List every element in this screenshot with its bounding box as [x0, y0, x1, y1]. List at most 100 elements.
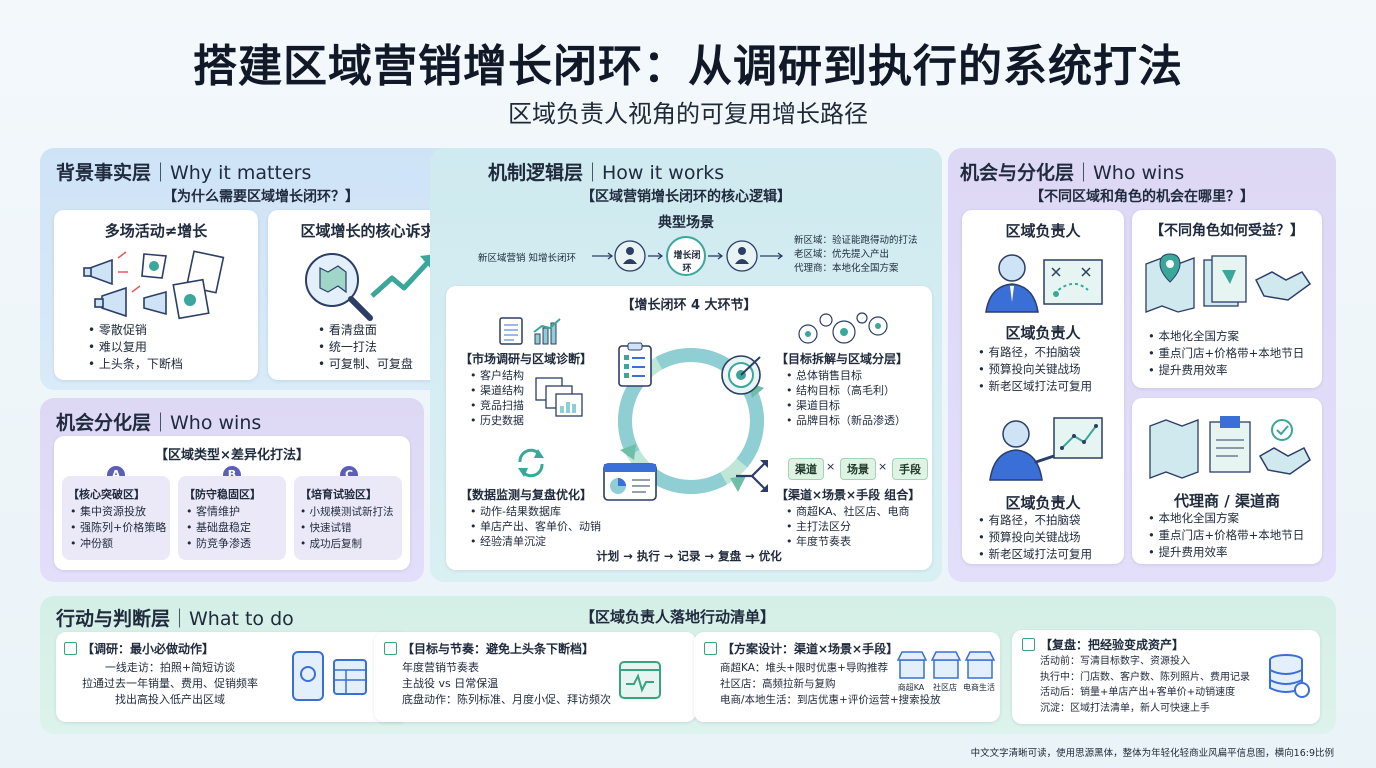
list-item: 预算投向关键战场 — [978, 529, 1092, 546]
benefit-card-title: 【不同角色如何受益？】 — [1150, 223, 1304, 239]
list-item: 底盘动作：陈列标准、月度小促、拜访频次 — [402, 693, 611, 706]
scenario-center-label: 增长闭环 — [673, 251, 701, 274]
list-item: 电商/本地生活：到店优惠+评价运营+搜索投放 — [720, 694, 941, 706]
node-combo-title: 【渠道×场景×手段 组合】 — [776, 488, 921, 502]
list-item: 重点门店+价格带+本地节日 — [1148, 527, 1304, 544]
review-card-lines: 活动前：写清目标数字、资源投入 执行中：门店数、客户数、陈列照片、费用记录 活动… — [1040, 654, 1250, 716]
list-item: 社区店：高频拉新与复购 — [720, 678, 836, 690]
list-item: 基础盘稳定 — [186, 520, 251, 536]
list-item: 本地化全国方案 — [1148, 510, 1304, 527]
list-item: 动作-结果数据库 — [470, 504, 601, 519]
background-layer-question: 【为什么需要区域增长闭环？】 — [163, 189, 359, 205]
zone-b-list: 客情维护 基础盘稳定 防竞争渗透 — [186, 504, 251, 552]
camera-phone-icon — [292, 651, 324, 701]
store-label-ka: 商超KA — [897, 683, 925, 692]
list-item: 沉淀：区域打法清单，新人可快速上手 — [1040, 702, 1210, 714]
review-checkbox[interactable] — [1022, 638, 1035, 651]
report-stack-icon — [535, 377, 583, 417]
list-item: 活动后：销量+单店产出+客单价+动销速度 — [1040, 687, 1236, 698]
zone-c-title: 【培育试验区】 — [300, 488, 377, 501]
tag-means: 手段 — [892, 458, 928, 480]
list-item: 渠道结构 — [470, 383, 524, 398]
agent-card: 代理商 / 渠道商 本地化全国方案 重点门店+价格带+本地节日 提升费用效率 — [1132, 398, 1322, 564]
list-item: 客户结构 — [470, 368, 524, 383]
zone-a-title: 【核心突破区】 — [68, 488, 145, 501]
zone-c-list: 小规模测试新打法 快速试错 成功后复制 — [300, 504, 394, 552]
node-monitor-list: 动作-结果数据库 单店产出、客单价、动销 经验清单沉淀 — [470, 504, 601, 549]
list-item: 预算投向关键战场 — [978, 361, 1092, 378]
node-research-list: 客户结构 渠道结构 竞品扫描 历史数据 — [470, 368, 524, 428]
list-item: 快速试错 — [300, 520, 394, 536]
map-magnifier-icon — [305, 253, 436, 321]
map-pin-icon — [1145, 253, 1312, 313]
list-item: 成功后复制 — [300, 536, 394, 552]
list-item: 品牌目标（新品渗透） — [786, 413, 906, 428]
tag-channel: 渠道 — [788, 458, 824, 480]
list-item: 新老区域打法可复用 — [978, 378, 1092, 395]
list-item: 新区域：验证能跑得动的打法 — [794, 235, 918, 246]
list-item: 冲份额 — [70, 536, 166, 552]
list-item: 本地化全国方案 — [1148, 328, 1304, 345]
plan-checkbox[interactable] — [704, 642, 717, 655]
zone-type-card: 【区域类型×差异化打法】 A 【核心突破区】 集中资源投放 强陈列+价格策略 冲… — [54, 436, 410, 570]
page-title: 搭建区域营销增长闭环：从调研到执行的系统打法 — [193, 41, 1183, 92]
plan-card-lines: 商超KA：堆头+限时优惠+导购推荐 社区店：高频拉新与复购 电商/本地生活：到店… — [720, 660, 941, 708]
list-item: 年度营销节奏表 — [402, 661, 479, 674]
role1-name: 区域负责人 — [1005, 324, 1081, 342]
list-item: 强陈列+价格策略 — [70, 520, 166, 536]
target-icon — [721, 355, 761, 395]
research-card-title: 【调研：最小必做动作】 — [82, 642, 215, 656]
list-item: 防竞争渗透 — [186, 536, 251, 552]
node-monitor-title: 【数据监测与复盘优化】 — [460, 488, 593, 502]
page-subtitle: 区域负责人视角的可复用增长路径 — [508, 100, 868, 128]
list-item: 年度节奏表 — [786, 534, 910, 549]
research-checkbox[interactable] — [64, 642, 77, 655]
activity-card-list: 零散促销 难以复用 上头条，下断档 — [88, 322, 183, 373]
list-item: 小规模测试新打法 — [300, 504, 394, 520]
action-panel: 行动与判断层｜What to do 【区域负责人落地行动清单】 【调研：最小必做… — [40, 596, 1336, 734]
agent-list: 本地化全国方案 重点门店+价格带+本地节日 提升费用效率 — [1148, 510, 1304, 561]
list-item: 看清盘面 — [318, 322, 413, 339]
list-item: 主打法区分 — [786, 519, 910, 534]
action-title: 行动与判断层｜What to do — [56, 608, 294, 630]
list-item: 难以复用 — [88, 339, 183, 356]
benefit-list: 本地化全国方案 重点门店+价格带+本地节日 提升费用效率 — [1148, 328, 1304, 379]
table-icon — [333, 659, 367, 695]
presenter-icon — [989, 417, 1103, 481]
list-item: 历史数据 — [470, 413, 524, 428]
list-item: 找出高投入低产出区域 — [115, 693, 225, 706]
store-label-ecommerce: 电商生活 — [963, 683, 995, 692]
activity-card-title: 多场活动≠增长 — [104, 222, 208, 240]
map-document-icon — [1149, 416, 1311, 479]
zone-a-card: 【核心突破区】 集中资源投放 强陈列+价格策略 冲份额 — [62, 476, 170, 560]
plan-card-title: 【方案设计：渠道×场景×手段】 — [722, 642, 899, 656]
megaphone-icon — [83, 250, 225, 320]
list-item: 新老区域打法可复用 — [978, 546, 1092, 563]
person-icon — [623, 247, 749, 264]
list-item: 统一打法 — [318, 339, 413, 356]
action-card-plan: 【方案设计：渠道×场景×手段】 商超KA：堆头+限时优惠+导购推荐 社区店：高频… — [694, 632, 1000, 722]
regional-lead-card-title: 区域负责人 — [1005, 222, 1081, 240]
agent-card-title: 代理商 / 渠道商 — [1174, 492, 1280, 510]
action-card-goal: 【目标与节奏：避免上头条下断档】 年度营销节奏表 主战役 vs 日常保温 底盘动… — [374, 632, 696, 722]
list-item: 总体销售目标 — [786, 368, 906, 383]
goal-card-lines: 年度营销节奏表 主战役 vs 日常保温 底盘动作：陈列标准、月度小促、拜访频次 — [402, 660, 611, 708]
activity-card: 多场活动≠增长 零散促销 难以复用 上头条，下断档 — [54, 210, 258, 380]
list-item: 老区域：优先提入产出 — [794, 249, 890, 260]
person-icon — [985, 254, 1103, 313]
growth-loop-title: 【增长闭环 4 大环节】 — [621, 298, 757, 313]
role2-name: 区域负责人 — [1005, 494, 1081, 512]
list-item: 集中资源投放 — [70, 504, 166, 520]
node-research-title: 【市场调研与区域诊断】 — [460, 352, 593, 366]
bar-chart-icon — [533, 318, 561, 345]
scenario-title: 典型场景 — [658, 215, 714, 231]
core-need-card-list: 看清盘面 统一打法 可复制、可复盘 — [318, 322, 413, 373]
list-item: 活动前：写清目标数字、资源投入 — [1040, 656, 1190, 667]
goal-checkbox[interactable] — [384, 642, 397, 655]
list-item: 竞品扫描 — [470, 398, 524, 413]
list-item: 商超KA：堆头+限时优惠+导购推荐 — [720, 662, 888, 674]
target-cluster-icon — [798, 312, 888, 344]
action-card-research: 【调研：最小必做动作】 一线走访：拍照+简短访谈 拉通过去一年销量、费用、促销频… — [56, 632, 408, 722]
list-item: 渠道目标 — [786, 398, 906, 413]
list-item: 客情维护 — [186, 504, 251, 520]
